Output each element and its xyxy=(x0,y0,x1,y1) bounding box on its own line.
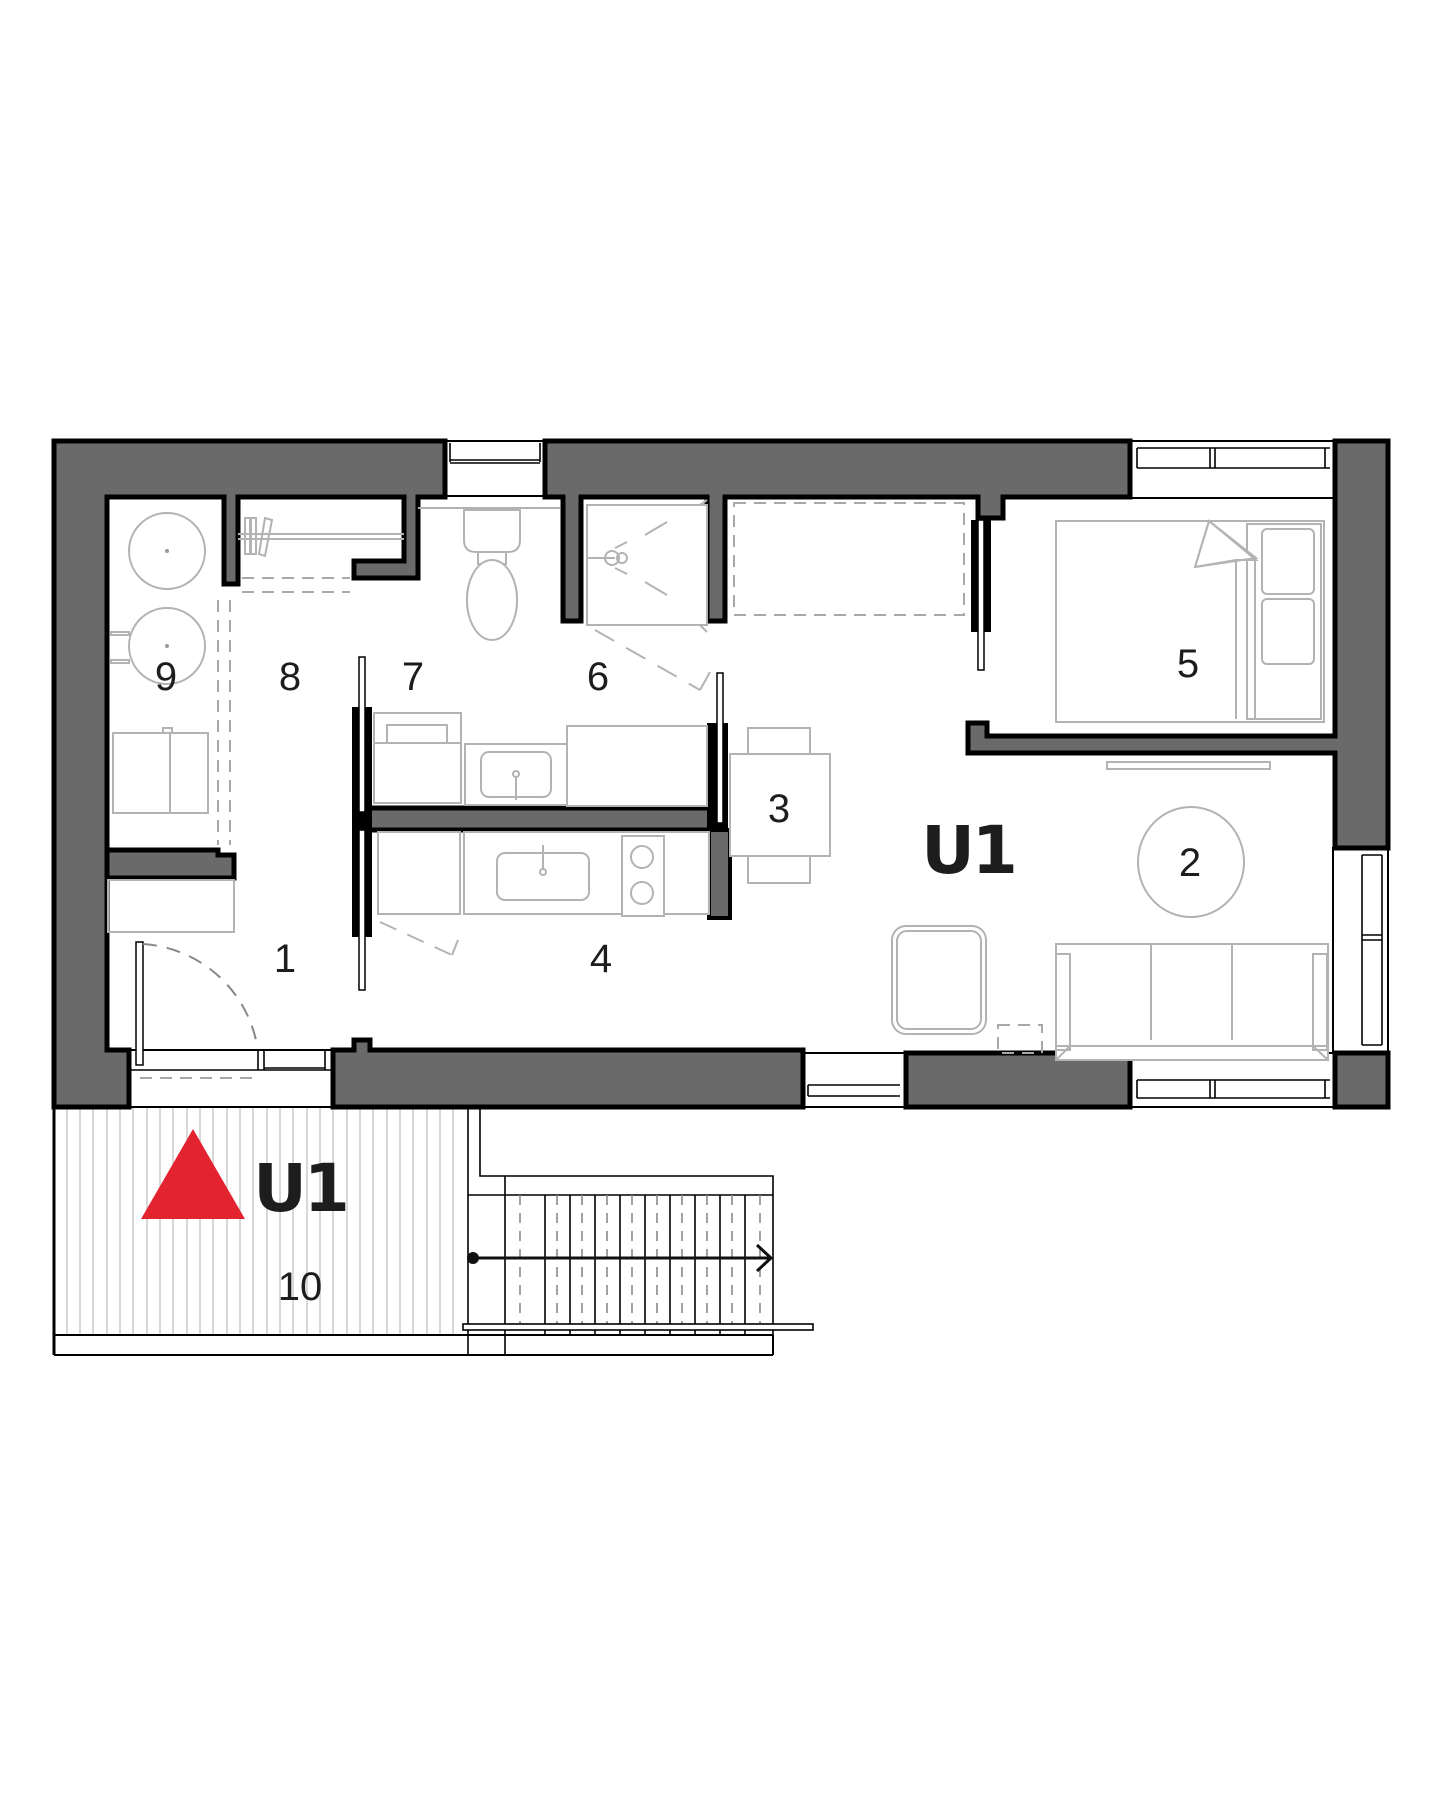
room-label-1: 1 xyxy=(274,937,296,981)
kitchenette-counter xyxy=(373,712,708,807)
room-label-8: 8 xyxy=(279,655,301,699)
entry-shelf xyxy=(107,879,235,933)
water-heater-icon xyxy=(112,727,209,814)
sliding-door-7[interactable] xyxy=(358,656,366,813)
dining-table-icon xyxy=(729,727,831,884)
unit-marker: U1 xyxy=(141,1129,350,1227)
interior-walls xyxy=(104,519,991,991)
stair-direction-arrow-icon xyxy=(467,1243,774,1273)
stair-handrail xyxy=(462,1323,814,1331)
shower-icon xyxy=(586,499,708,633)
exterior-walls xyxy=(51,438,1391,1110)
wardrobe-outline xyxy=(733,502,965,616)
bed-icon xyxy=(1055,519,1325,723)
sliding-door-4[interactable] xyxy=(358,829,366,991)
closet-rod xyxy=(238,516,404,558)
laundry-bifold-door[interactable] xyxy=(217,600,231,845)
room-label-10: 10 xyxy=(278,1265,323,1309)
closet-sliding-door[interactable] xyxy=(242,577,350,593)
toilet-icon xyxy=(418,507,560,641)
room-label-2: 2 xyxy=(1179,841,1201,885)
entry-threshold xyxy=(128,1049,334,1108)
room-label-9: 9 xyxy=(155,655,177,699)
room-label-5: 5 xyxy=(1177,642,1199,686)
sliding-door-5[interactable] xyxy=(977,519,985,671)
windows xyxy=(128,440,1389,1108)
deck xyxy=(52,1106,803,1356)
entry-door[interactable] xyxy=(135,941,258,1066)
deck-boards xyxy=(66,1107,454,1335)
marker-label: U1 xyxy=(253,1150,347,1227)
room-label-6: 6 xyxy=(587,655,609,699)
tv-console xyxy=(1106,761,1271,770)
kitchen-counter xyxy=(377,831,710,956)
window-top-bedroom xyxy=(1129,440,1336,499)
window-right-living xyxy=(1332,847,1389,1054)
washer-icon xyxy=(128,512,206,590)
armchair-icon xyxy=(891,925,987,1035)
shower-door-swing[interactable] xyxy=(594,629,711,691)
window-bottom-living-b xyxy=(1129,1052,1336,1108)
unit-label: U1 xyxy=(921,812,1015,889)
red-triangle-icon xyxy=(141,1129,245,1219)
coffee-table-icon xyxy=(1137,806,1245,918)
window-top-bath xyxy=(444,440,546,497)
sliding-door-3[interactable] xyxy=(716,672,724,824)
exterior-stair xyxy=(462,1107,814,1355)
room-label-4: 4 xyxy=(590,937,612,981)
room-label-3: 3 xyxy=(768,787,790,831)
sofa-icon xyxy=(1055,943,1329,1061)
dryer-icon xyxy=(110,607,206,685)
room-label-7: 7 xyxy=(402,655,424,699)
window-bottom-living-a xyxy=(802,1052,907,1108)
side-table-outline xyxy=(997,1024,1043,1054)
room-labels: 1 2 3 4 5 6 7 8 9 10 U1 xyxy=(155,642,1201,1309)
